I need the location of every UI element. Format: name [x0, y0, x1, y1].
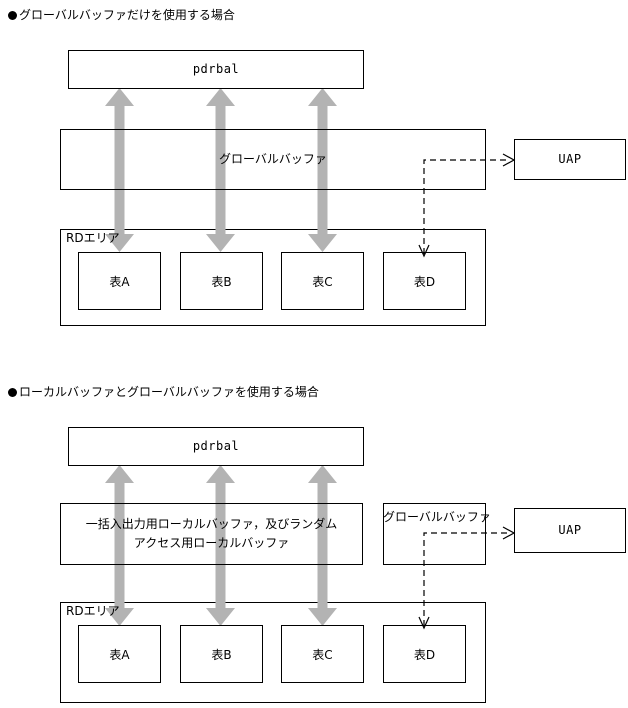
local-buffer-box-2: 一括入出力用ローカルバッファ，及びランダム アクセス用ローカルバッファ [60, 503, 363, 565]
dashed-connector-2 [418, 526, 516, 630]
global-buffer-text-2: グローバルバッファ [383, 510, 491, 524]
global-buffer-box-2: グローバルバッファ [383, 503, 491, 565]
double-arrow-2b [205, 465, 236, 626]
section-1-heading-text: グローバルバッファだけを使用する場合 [19, 8, 235, 22]
dashed-connector-1 [418, 153, 516, 258]
pdrbal-box-1: pdrbal [68, 50, 364, 89]
table-box-b-2: 表B [180, 625, 263, 683]
double-arrow-2c [307, 465, 338, 626]
bullet-icon-2 [8, 388, 17, 397]
double-arrow-2a [104, 465, 135, 626]
local-buffer-line-2: アクセス用ローカルバッファ [133, 536, 290, 550]
table-box-d-2: 表D [383, 625, 466, 683]
rd-area-2 [60, 602, 486, 703]
uap-box-1: UAP [514, 139, 626, 180]
table-box-a-2: 表A [78, 625, 161, 683]
table-box-c-1: 表C [281, 252, 364, 310]
section-2-heading: ローカルバッファとグローバルバッファを使用する場合 [8, 385, 319, 399]
section-2-heading-text: ローカルバッファとグローバルバッファを使用する場合 [19, 385, 319, 399]
global-buffer-box-1: グローバルバッファ [60, 129, 486, 190]
local-buffer-text: 一括入出力用ローカルバッファ，及びランダム アクセス用ローカルバッファ [86, 515, 337, 553]
rd-area-label-1: RDエリア [66, 231, 120, 245]
local-buffer-line-1: 一括入出力用ローカルバッファ，及びランダム [85, 517, 338, 531]
double-arrow-1b [205, 88, 236, 252]
uap-box-2: UAP [514, 508, 626, 553]
rd-area-label-2: RDエリア [66, 604, 120, 618]
table-box-d-1: 表D [383, 252, 466, 310]
bullet-icon [8, 11, 17, 20]
table-box-c-2: 表C [281, 625, 364, 683]
table-box-a-1: 表A [78, 252, 161, 310]
rd-area-1 [60, 229, 486, 326]
double-arrow-1c [307, 88, 338, 252]
table-box-b-1: 表B [180, 252, 263, 310]
section-1-heading: グローバルバッファだけを使用する場合 [8, 8, 235, 22]
pdrbal-box-2: pdrbal [68, 427, 364, 466]
double-arrow-1a [104, 88, 135, 252]
